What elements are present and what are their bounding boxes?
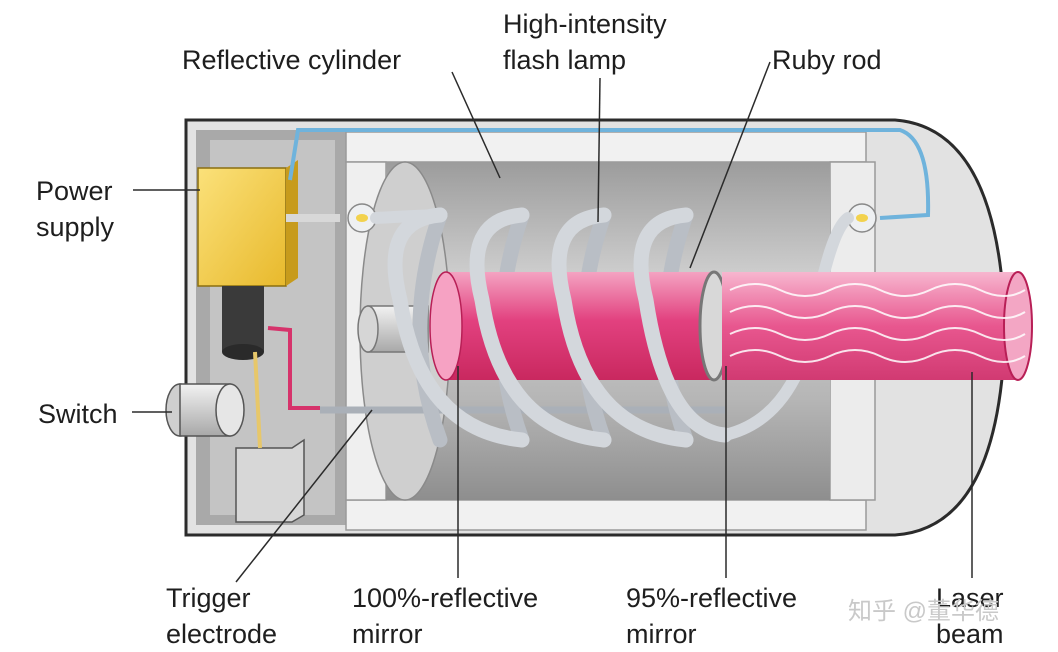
label-trigger-electrode: Trigger electrode: [166, 583, 278, 649]
label-flash-lamp: High-intensity flash lamp: [503, 9, 667, 75]
label-power-supply: Power supply: [36, 176, 115, 242]
label-ruby-rod: Ruby rod: [772, 45, 882, 75]
label-laser-beam: Laser beam: [936, 583, 1004, 649]
watermark: 知乎 @董华德: [848, 598, 1000, 625]
label-100-reflective-mirror: 100%-reflective mirror: [352, 583, 539, 649]
label-switch: Switch: [38, 399, 118, 429]
label-95-reflective-mirror: 95%-reflective mirror: [626, 583, 798, 649]
leader-lines: [132, 61, 973, 583]
wires: [267, 128, 931, 410]
flash-lamp-coil-front: [387, 207, 733, 448]
power-supply: [197, 160, 298, 360]
switch: [165, 383, 245, 437]
trigger-block: [235, 351, 305, 523]
label-reflective-cylinder: Reflective cylinder: [182, 45, 402, 75]
laser-beam: [722, 271, 1033, 381]
